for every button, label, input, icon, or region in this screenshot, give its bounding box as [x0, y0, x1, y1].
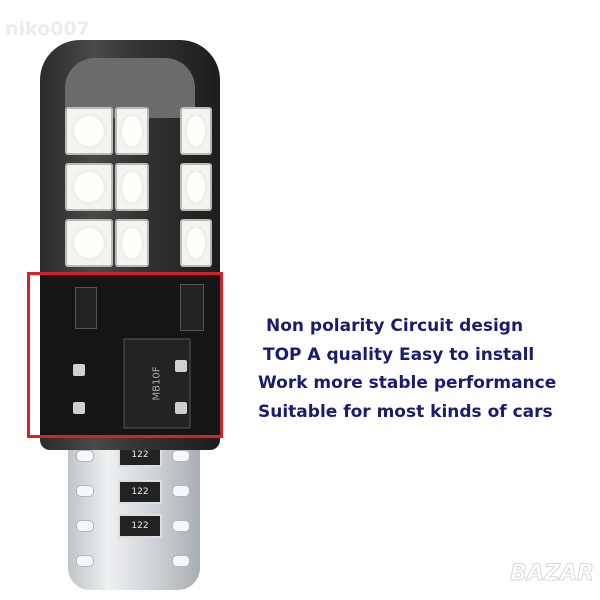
feature-item: TOP A quality Easy to install — [263, 344, 535, 365]
feature-list: Non polarity Circuit design TOP A qualit… — [258, 312, 556, 426]
resistor: 122 — [118, 514, 162, 538]
watermark: niko007 — [5, 18, 90, 40]
feature-item: Suitable for most kinds of cars — [258, 401, 553, 422]
transistor — [75, 287, 97, 329]
resistor: 122 — [118, 480, 162, 504]
feature-item: Work more stable performance — [258, 373, 557, 393]
feature-item: Non polarity Circuit design — [266, 316, 524, 336]
driver-circuit-board: MB10F — [40, 272, 220, 437]
bazar-logo: BAZAR — [510, 561, 595, 587]
highlight-box — [27, 272, 223, 438]
component — [180, 284, 204, 331]
